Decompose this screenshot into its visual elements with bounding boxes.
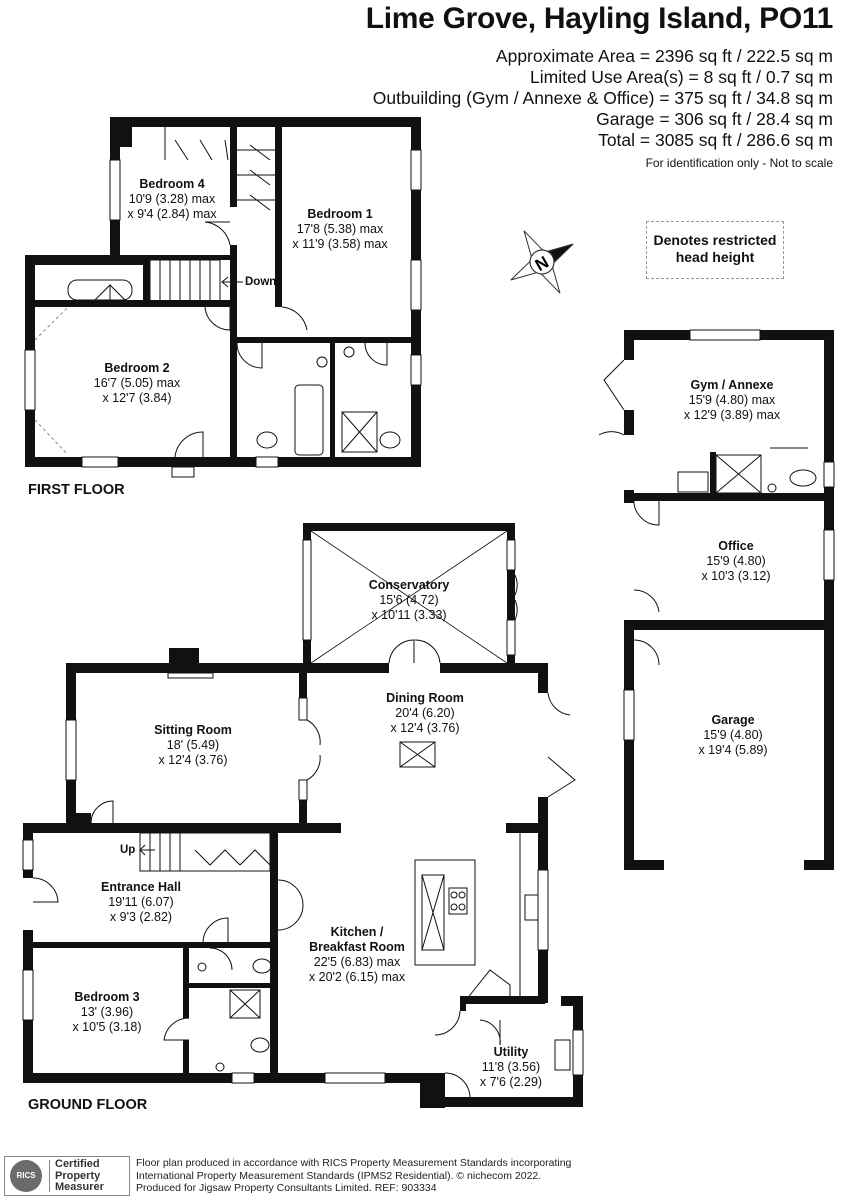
rics-badge: RICS Certified Property Measurer: [4, 1156, 130, 1196]
area-outbuilding: Outbuilding (Gym / Annexe & Office) = 37…: [372, 88, 833, 108]
room-bedroom-2: Bedroom 2 16'7 (5.05) max x 12'7 (3.84): [93, 361, 181, 405]
room-bedroom-3: Bedroom 3 13' (3.96) x 10'5 (3.18): [72, 990, 142, 1034]
rics-logo: RICS: [10, 1160, 42, 1192]
property-title: Lime Grove, Hayling Island, PO11: [365, 2, 834, 35]
area-garage: Garage = 306 sq ft / 28.4 sq m: [596, 109, 833, 129]
room-office: Office 15'9 (4.80) x 10'3 (3.12): [701, 539, 771, 583]
scale-note: For identification only - Not to scale: [645, 156, 833, 170]
room-gym-annexe: Gym / Annexe 15'9 (4.80) max x 12'9 (3.8…: [683, 378, 781, 422]
area-approximate: Approximate Area = 2396 sq ft / 222.5 sq…: [495, 46, 833, 66]
room-utility: Utility 11'8 (3.56) x 7'6 (2.29): [479, 1045, 543, 1089]
stair-down-label: Down: [245, 276, 277, 288]
restricted-height-legend: Denotes restricted head height: [646, 221, 784, 279]
room-garage: Garage 15'9 (4.80) x 19'4 (5.89): [698, 713, 768, 757]
area-limited-use: Limited Use Area(s) = 8 sq ft / 0.7 sq m: [530, 67, 833, 87]
room-conservatory: Conservatory 15'6 (4.72) x 10'11 (3.33): [368, 578, 450, 622]
compass-icon: [510, 230, 574, 294]
room-sitting: Sitting Room 18' (5.49) x 12'4 (3.76): [154, 723, 232, 767]
room-entrance-hall: Entrance Hall 19'11 (6.07) x 9'3 (2.82): [101, 880, 181, 924]
room-bedroom-4: Bedroom 4 10'9 (3.28) max x 9'4 (2.84) m…: [127, 177, 217, 221]
ground-floor-label: GROUND FLOOR: [28, 1097, 148, 1113]
first-floor-label: FIRST FLOOR: [28, 482, 125, 498]
area-total: Total = 3085 sq ft / 286.6 sq m: [598, 130, 833, 150]
windows: [22, 149, 835, 1084]
doors-and-fixtures: [32, 127, 817, 1098]
footer-credits: Floor plan produced in accordance with R…: [136, 1157, 572, 1194]
stair-up-label: Up: [120, 844, 136, 856]
room-bedroom-1: Bedroom 1 17'8 (5.38) max x 11'9 (3.58) …: [292, 207, 388, 251]
room-kitchen: Kitchen / Breakfast Room 22'5 (6.83) max…: [308, 925, 406, 984]
room-dining: Dining Room 20'4 (6.20) x 12'4 (3.76): [386, 691, 464, 735]
